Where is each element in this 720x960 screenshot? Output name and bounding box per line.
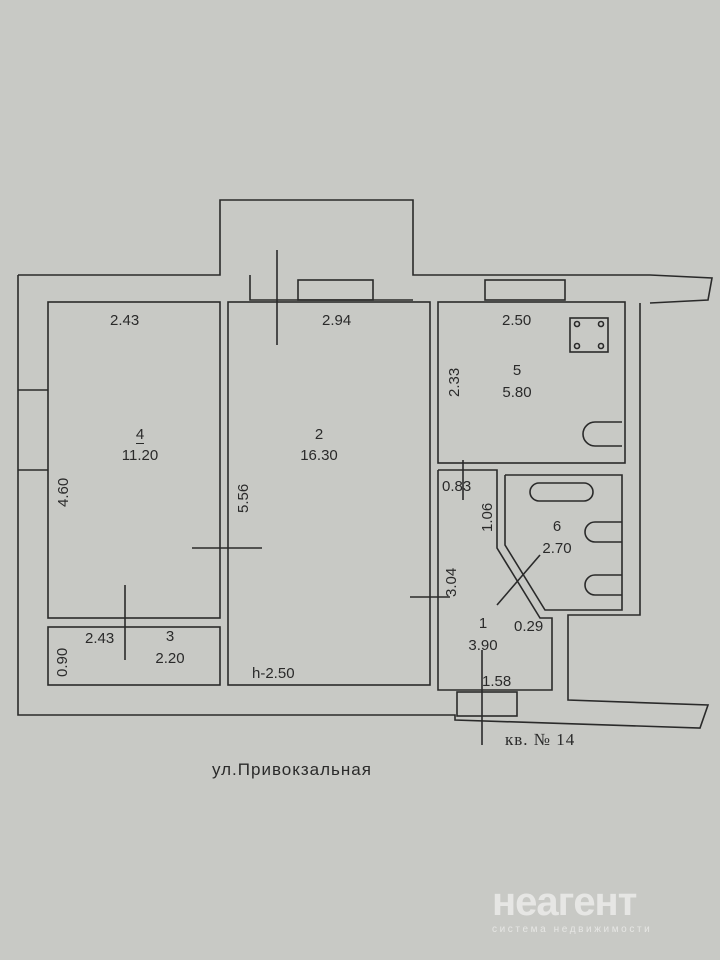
room-5-outline [437, 301, 626, 464]
dim-room2-height: h-2.50 [252, 665, 295, 682]
stove-burner [597, 342, 605, 350]
dim-room1-width: 1.58 [482, 673, 512, 690]
room-4-outline [47, 301, 221, 619]
dim-room2-width: 2.94 [322, 312, 352, 329]
apartment-number: кв. № 14 [505, 730, 576, 749]
room-6-number: 6 [552, 518, 562, 535]
dim-corridor-top: 0.83 [442, 478, 472, 495]
washbasin-icon [584, 521, 622, 543]
window-top-2 [297, 279, 374, 301]
outer-left-wall [17, 275, 710, 729]
room-2-number: 2 [314, 426, 324, 443]
stove-icon [569, 317, 609, 353]
walls [17, 199, 713, 745]
room-5-number: 5 [512, 362, 522, 379]
dim-room4-length: 4.60 [55, 477, 72, 507]
street-name: ул.Привокзальная [212, 760, 372, 779]
toilet-icon [584, 574, 622, 596]
room-1-number: 1 [478, 615, 488, 632]
dim-room1-length: 3.04 [443, 567, 460, 597]
dim-room4-width: 2.43 [110, 312, 140, 329]
stove-burner [573, 320, 581, 328]
logo-name: неагент [492, 880, 637, 924]
outer-wall [18, 199, 713, 304]
window-top-5 [484, 279, 566, 301]
entrance-door [456, 691, 518, 717]
room-2-outline [227, 301, 431, 686]
room-6-area: 2.70 [542, 540, 572, 557]
room-1-area: 3.90 [468, 637, 498, 654]
room-6-outline [504, 474, 623, 611]
dim-room3-length: 0.90 [54, 647, 71, 677]
dim-diagonal: 0.29 [514, 618, 544, 635]
room-3-outline [47, 626, 221, 686]
fixtures [529, 317, 622, 596]
room-2-area: 16.30 [300, 447, 338, 464]
room-1-outline [437, 469, 553, 691]
room-3-area: 2.20 [155, 650, 185, 667]
room-4-area: 11.20 [121, 447, 159, 464]
dim-room5-width: 2.50 [502, 312, 532, 329]
watermark-logo: неагент система недвижимости [492, 882, 652, 935]
room-3-number: 3 [165, 628, 175, 645]
logo-tagline: система недвижимости [492, 924, 653, 935]
stove-burner [573, 342, 581, 350]
dim-room5-length: 2.33 [446, 367, 463, 397]
dim-room3-width: 2.43 [85, 630, 115, 647]
dim-room2-length: 5.56 [235, 483, 252, 513]
sink-icon [582, 421, 622, 447]
stove-burner [597, 320, 605, 328]
balcony-inner [249, 275, 413, 301]
bathtub-icon [529, 482, 594, 502]
dim-corridor-side: 1.06 [479, 502, 496, 532]
dim-leader [496, 554, 541, 606]
room-4-number: 4 [135, 426, 145, 444]
room-5-area: 5.80 [502, 384, 532, 401]
